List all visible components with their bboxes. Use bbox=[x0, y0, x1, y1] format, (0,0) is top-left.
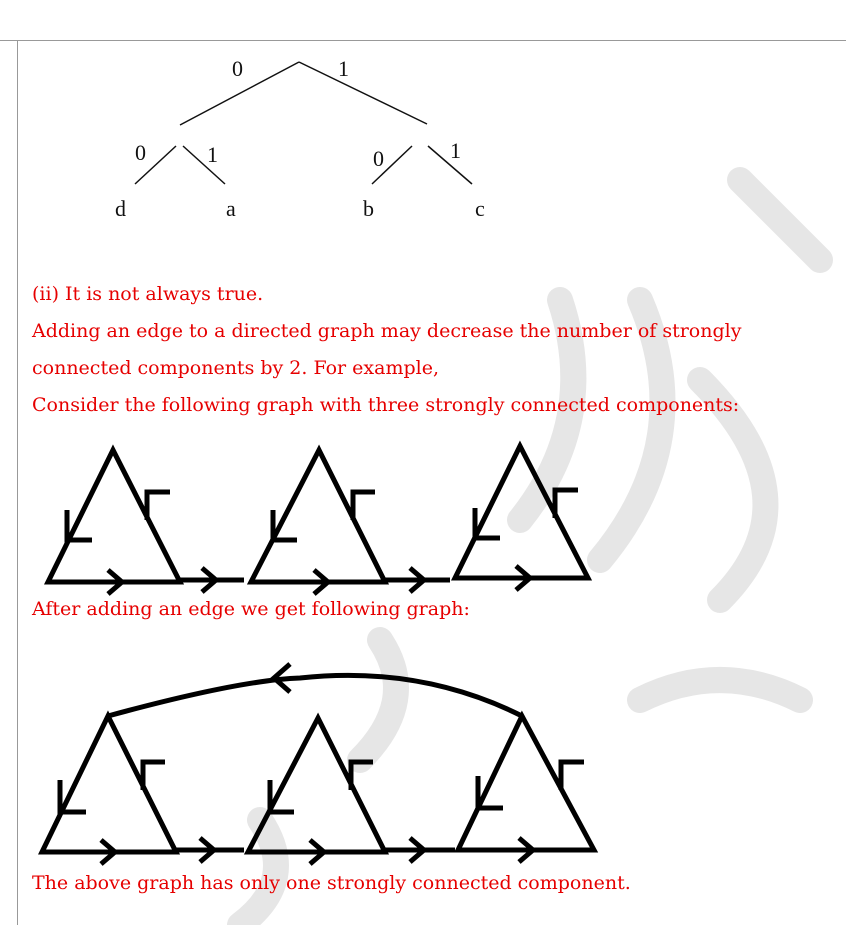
arrow-head bbox=[348, 759, 373, 790]
arrow-head bbox=[106, 568, 126, 596]
arrow-head bbox=[99, 838, 119, 866]
arrow-head bbox=[472, 508, 500, 541]
tree-leaf: a bbox=[226, 196, 236, 221]
arrow-head bbox=[408, 566, 428, 594]
arrow-head bbox=[140, 759, 165, 790]
added-edge bbox=[107, 672, 524, 719]
arrow-head bbox=[350, 489, 375, 520]
arrow-head bbox=[558, 759, 584, 790]
tree-leaf: d bbox=[115, 196, 126, 221]
arrow-head bbox=[198, 836, 218, 864]
triangle-component bbox=[454, 710, 599, 853]
arrow-head bbox=[270, 662, 292, 694]
tree-leaf: c bbox=[475, 196, 485, 221]
tree-edge bbox=[182, 145, 226, 185]
tree-edge-label: 1 bbox=[450, 138, 461, 163]
arrow-head bbox=[517, 836, 537, 864]
explanation-line: Consider the following graph with three … bbox=[32, 394, 740, 416]
arrow-head bbox=[475, 776, 503, 811]
tree-leaf: b bbox=[363, 196, 374, 221]
tree-edge bbox=[427, 145, 473, 185]
arrow-head bbox=[270, 510, 297, 543]
explanation-line: connected components by 2. For example, bbox=[32, 357, 439, 379]
tree-edge-label: 0 bbox=[373, 146, 384, 171]
arrow-head bbox=[57, 780, 86, 815]
explanation-line: After adding an edge we get following gr… bbox=[32, 598, 470, 620]
tree-edge-label: 1 bbox=[207, 142, 218, 167]
table-top-border bbox=[0, 40, 846, 41]
tree-edge bbox=[298, 61, 428, 125]
arrow-head bbox=[312, 568, 332, 596]
arrow-head bbox=[267, 780, 294, 815]
table-left-border bbox=[17, 40, 18, 925]
conclusion-line: The above graph has only one strongly co… bbox=[32, 872, 631, 894]
arrow-head bbox=[408, 836, 428, 864]
arrow-head bbox=[200, 566, 220, 594]
tree-edge bbox=[371, 145, 413, 185]
arrow-head bbox=[144, 489, 170, 520]
arrow-head bbox=[552, 487, 578, 518]
tree-edge bbox=[179, 61, 300, 126]
tree-edge bbox=[134, 145, 177, 185]
answer-statement: (ii) It is not always true. bbox=[32, 283, 264, 305]
tree-edge-label: 1 bbox=[338, 56, 349, 81]
explanation-line: Adding an edge to a directed graph may d… bbox=[32, 320, 742, 342]
arrow-head bbox=[64, 510, 92, 543]
tree-edge-label: 0 bbox=[135, 140, 146, 165]
tree-edge-label: 0 bbox=[232, 56, 243, 81]
arrow-head bbox=[514, 564, 534, 592]
arrow-head bbox=[308, 838, 328, 866]
